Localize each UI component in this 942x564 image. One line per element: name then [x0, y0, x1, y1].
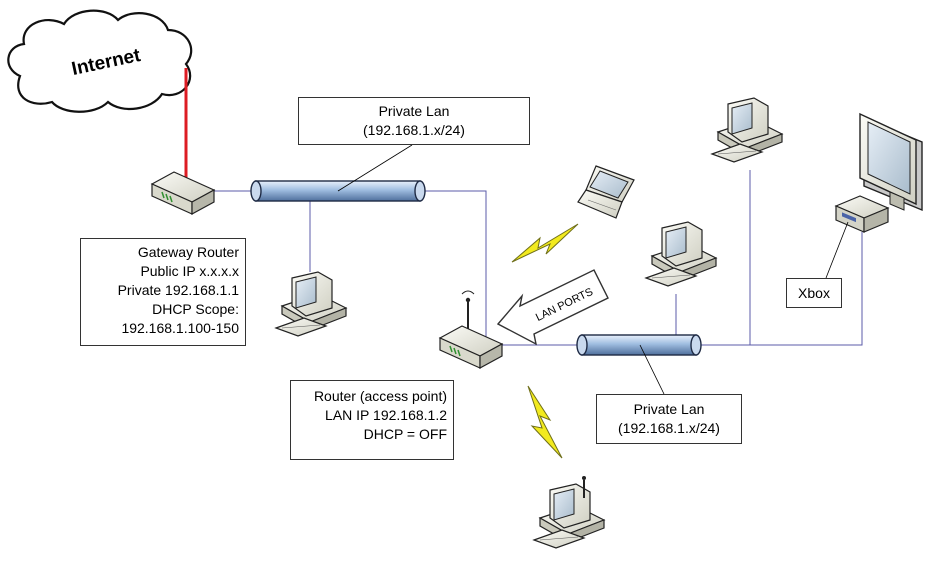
xbox-label: Xbox [786, 278, 842, 308]
lan-bottom-name: Private Lan [633, 401, 705, 417]
desktop-pc-icon [645, 221, 717, 287]
lan-bottom-subnet: (192.168.1.x/24) [618, 420, 720, 436]
wireless-lightning-icon [511, 223, 579, 263]
gateway-router-icon [151, 171, 215, 215]
lan-pipe-bottom [576, 334, 702, 356]
access-point-lan-ip: LAN IP 192.168.1.2 [325, 407, 447, 423]
lan-top-label: Private Lan (192.168.1.x/24) [298, 97, 530, 145]
lan-top-subnet: (192.168.1.x/24) [363, 122, 465, 138]
access-point-label: Router (access point) LAN IP 192.168.1.2… [290, 380, 454, 460]
monitor-icon [859, 112, 923, 212]
xbox-text: Xbox [798, 285, 830, 301]
xbox-callout-line [825, 221, 849, 279]
desktop-pc-icon [711, 97, 783, 163]
lan-top-callout-line [337, 144, 413, 192]
wireless-pc-icon [533, 476, 605, 549]
access-point-title: Router (access point) [313, 388, 447, 404]
laptop-icon [577, 165, 635, 219]
access-point-router-icon [439, 290, 503, 369]
lan-bottom-label: Private Lan (192.168.1.x/24) [596, 394, 742, 444]
gateway-title: Gateway Router [137, 244, 239, 260]
gateway-dhcp-scope-range: 192.168.1.100-150 [121, 320, 239, 336]
wireless-lightning-icon [527, 385, 563, 459]
xbox-console-icon [834, 195, 890, 233]
access-point-dhcp: DHCP = OFF [363, 426, 447, 442]
lan-top-name: Private Lan [378, 103, 450, 119]
lan-bottom-callout-line [639, 344, 665, 395]
gateway-router-label: Gateway Router Public IP x.x.x.x Private… [80, 238, 246, 346]
desktop-pc-icon [275, 271, 347, 337]
gateway-dhcp-scope-label: DHCP Scope: [152, 301, 239, 317]
lan-ports-arrow: LAN PORTS [496, 269, 609, 346]
gateway-public-ip: Public IP x.x.x.x [140, 263, 239, 279]
gateway-private-ip: Private 192.168.1.1 [117, 282, 239, 298]
